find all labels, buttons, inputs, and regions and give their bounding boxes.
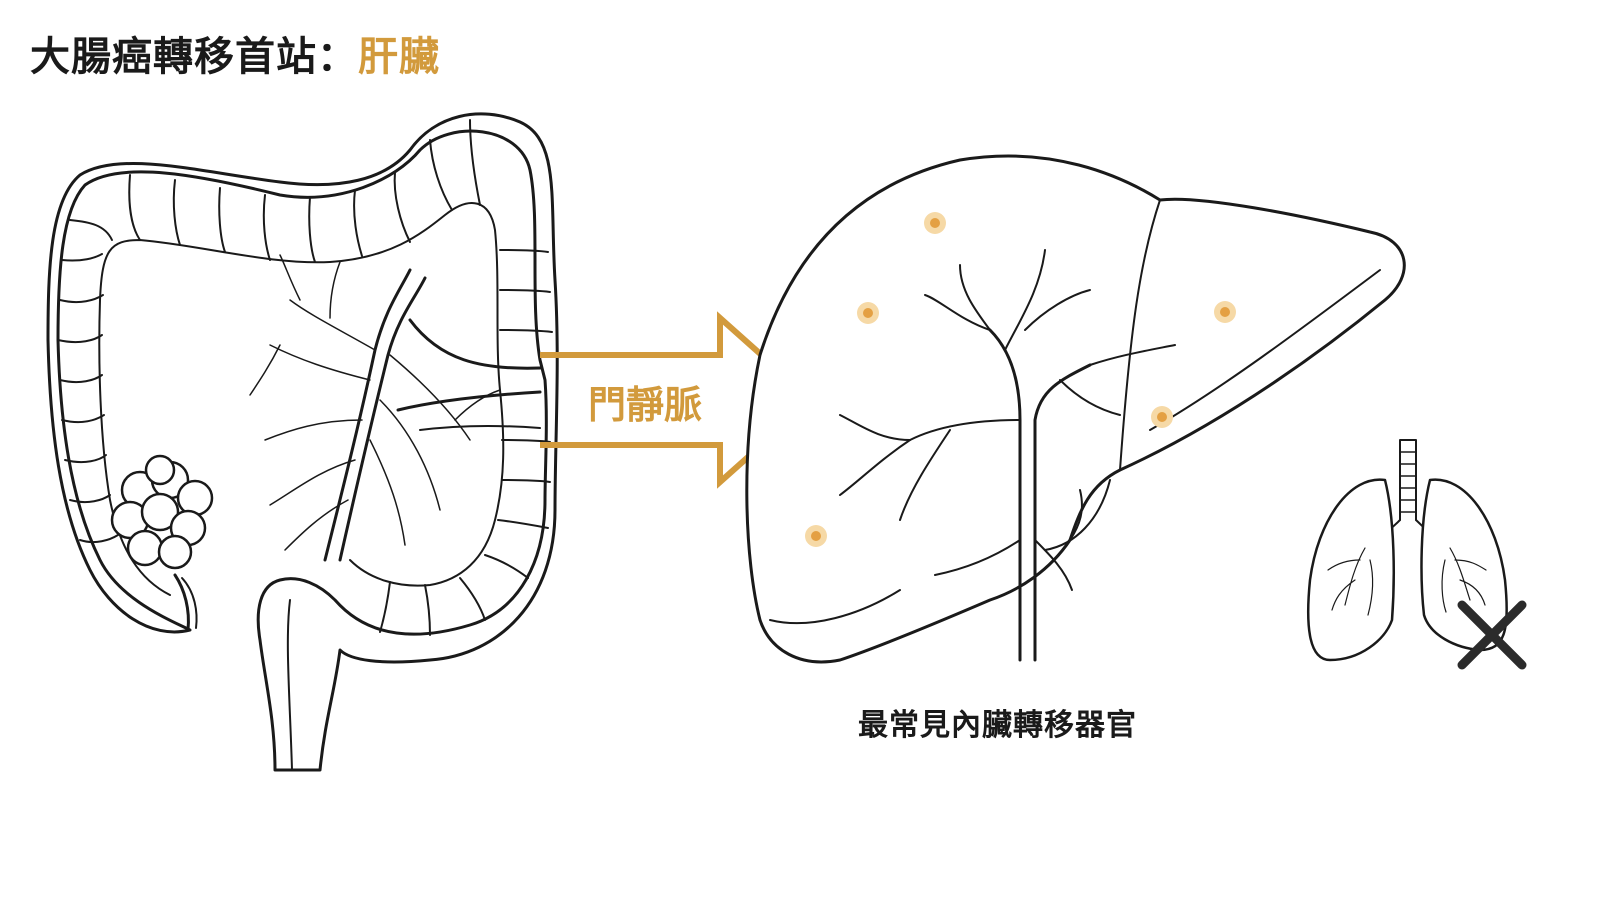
metastasis-dot (924, 212, 946, 234)
portal-vein (396, 318, 542, 431)
colon-illustration (46, 112, 559, 772)
metastasis-markers (805, 212, 1236, 547)
arrow-label: 門靜脈 (588, 383, 702, 427)
lungs-icon (1306, 439, 1508, 662)
metastasis-dot (1151, 406, 1173, 428)
cross-icon (1457, 600, 1527, 670)
metastasis-dot (1214, 301, 1236, 323)
page-title: 大腸癌轉移首站：肝臟 (30, 24, 440, 82)
metastasis-dot (805, 525, 827, 547)
tumor-icon (110, 454, 214, 570)
liver-illustration (745, 154, 1406, 664)
mesenteric-vessels (249, 254, 501, 562)
caption: 最常見內臟轉移器官 (858, 708, 1137, 743)
title-highlight: 肝臟 (358, 34, 440, 80)
metastasis-dot (857, 302, 879, 324)
title-main: 大腸癌轉移首站： (30, 34, 358, 80)
